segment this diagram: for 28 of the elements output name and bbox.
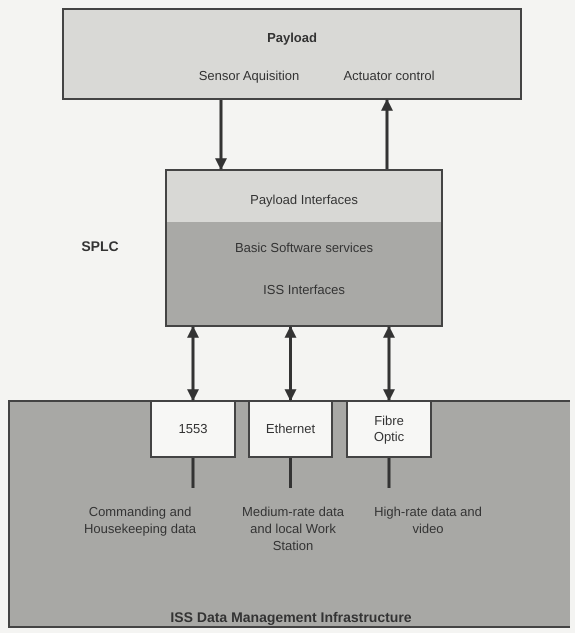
payload-box xyxy=(62,8,522,100)
node-label: Fibre Optic xyxy=(372,413,406,445)
node-title: ISS Data Management Infrastructure xyxy=(169,610,413,625)
description-text: Medium-rate data and local Work Station xyxy=(241,503,345,555)
layer-label: Basic Software services xyxy=(234,240,374,255)
node-label: 1553 xyxy=(178,421,208,437)
arrow xyxy=(284,326,296,402)
node-title: Payload xyxy=(266,30,318,45)
bus-box xyxy=(248,400,333,458)
arrow xyxy=(215,100,227,170)
node-label: Sensor Aquisition xyxy=(198,68,300,83)
connector-line xyxy=(192,458,194,488)
splc-box xyxy=(165,169,443,327)
node-label: Actuator control xyxy=(342,68,436,83)
node-label: Ethernet xyxy=(264,421,316,437)
arrow xyxy=(187,326,199,402)
arrow xyxy=(381,98,393,169)
bus-box xyxy=(346,400,432,458)
layer-label: ISS Interfaces xyxy=(262,282,346,297)
bus-box xyxy=(150,400,236,458)
connector-line xyxy=(388,458,390,488)
connector-line xyxy=(289,458,292,488)
description-text: High-rate data and video xyxy=(373,503,483,538)
description-text: Commanding and Housekeeping data xyxy=(82,503,198,538)
node-caption: SPLC xyxy=(80,239,120,254)
infrastructure-box xyxy=(8,400,570,628)
layer-label: Payload Interfaces xyxy=(249,192,359,207)
arrow xyxy=(383,326,395,402)
